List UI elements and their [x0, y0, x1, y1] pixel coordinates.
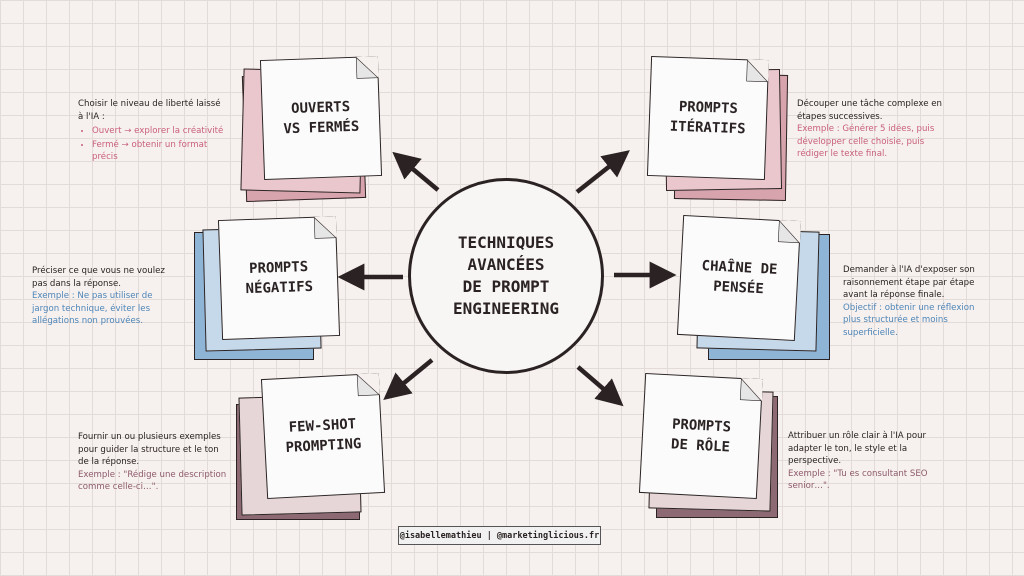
example-text: Exemple : Générer 5 idées, puis développ… [797, 124, 935, 159]
card-stack-ouverts: OUVERTS VS FERMÉS [238, 55, 398, 206]
card-stack-fewshot: FEW-SHOT PROMPTING [232, 372, 392, 524]
arrow-to-fewshot [383, 358, 434, 400]
card-stack-negatifs: PROMPTS NÉGATIFS [190, 214, 350, 364]
example-text: Exemple : "Tu es consultant SEO senior…"… [788, 468, 928, 492]
text-fewshot: Fournir un ou plusieurs exemples pour gu… [78, 431, 228, 494]
page-fold-icon [777, 220, 802, 244]
text-negatifs: Préciser ce que vous ne voulez pas dans … [32, 265, 182, 328]
page-fold-icon [356, 372, 380, 397]
arrow-to-iteratifs [575, 150, 630, 194]
bullet-item: Fermé → obtenir un format précis [92, 139, 228, 164]
card-ouverts: OUVERTS VS FERMÉS [259, 55, 383, 181]
bullet-list: Ouvert → explorer la créativité Fermé → … [78, 125, 228, 164]
example-text: Exemple : "Rédige une description comme … [78, 469, 227, 493]
arrow-to-ouverts [392, 151, 440, 192]
card-negatifs: PROMPTS NÉGATIFS [217, 215, 341, 341]
page-fold-icon [739, 378, 764, 402]
card-stack-iteratifs: PROMPTS ITÉRATIFS [645, 55, 805, 206]
footer-credit: @isabellemathieu | @marketinglicious.fr [398, 526, 601, 545]
card-role: PROMPTS DE RÔLE [638, 372, 764, 500]
text-chaine: Demander à l'IA d'exposer son raisonneme… [843, 264, 993, 339]
card-chaine: CHAÎNE DE PENSÉE [676, 214, 802, 342]
text-ouverts: Choisir le niveau de liberté laissé à l'… [78, 98, 228, 165]
arrow-to-role [576, 365, 624, 407]
center-title: TECHNIQUES AVANCÉES DE PROMPT ENGINEERIN… [453, 233, 559, 318]
card-iteratifs: PROMPTS ITÉRATIFS [646, 55, 770, 181]
intro-text: Découper une tâche complexe en étapes su… [797, 99, 942, 122]
example-text: Objectif : obtenir une réflexion plus st… [843, 302, 975, 338]
example-text: Exemple : Ne pas utiliser de jargon tech… [32, 291, 153, 326]
card-label: PROMPTS ITÉRATIFS [669, 98, 746, 138]
center-circle: TECHNIQUES AVANCÉES DE PROMPT ENGINEERIN… [408, 178, 604, 374]
intro-text: Attribuer un rôle clair à l'IA pour adap… [788, 431, 927, 466]
card-label: OUVERTS VS FERMÉS [283, 98, 360, 138]
intro-text: Préciser ce que vous ne voulez pas dans … [32, 266, 165, 289]
bullet-item: Ouvert → explorer la créativité [92, 125, 228, 138]
text-iteratifs: Découper une tâche complexe en étapes su… [797, 98, 957, 161]
card-fewshot: FEW-SHOT PROMPTING [260, 372, 386, 500]
page-fold-icon [746, 59, 770, 83]
page-fold-icon [313, 215, 337, 239]
card-stack-chaine: CHAÎNE DE PENSÉE [672, 214, 832, 364]
intro-text: Choisir le niveau de liberté laissé à l'… [78, 99, 221, 122]
card-label: PROMPTS DE RÔLE [670, 416, 732, 456]
text-role: Attribuer un rôle clair à l'IA pour adap… [788, 430, 938, 493]
card-label: FEW-SHOT PROMPTING [285, 416, 362, 456]
intro-text: Demander à l'IA d'exposer son raisonneme… [843, 265, 975, 300]
intro-text: Fournir un ou plusieurs exemples pour gu… [78, 432, 221, 467]
card-stack-role: PROMPTS DE RÔLE [636, 372, 796, 522]
card-label: PROMPTS NÉGATIFS [245, 258, 314, 298]
page-fold-icon [355, 55, 379, 79]
card-label: CHAÎNE DE PENSÉE [701, 258, 778, 298]
